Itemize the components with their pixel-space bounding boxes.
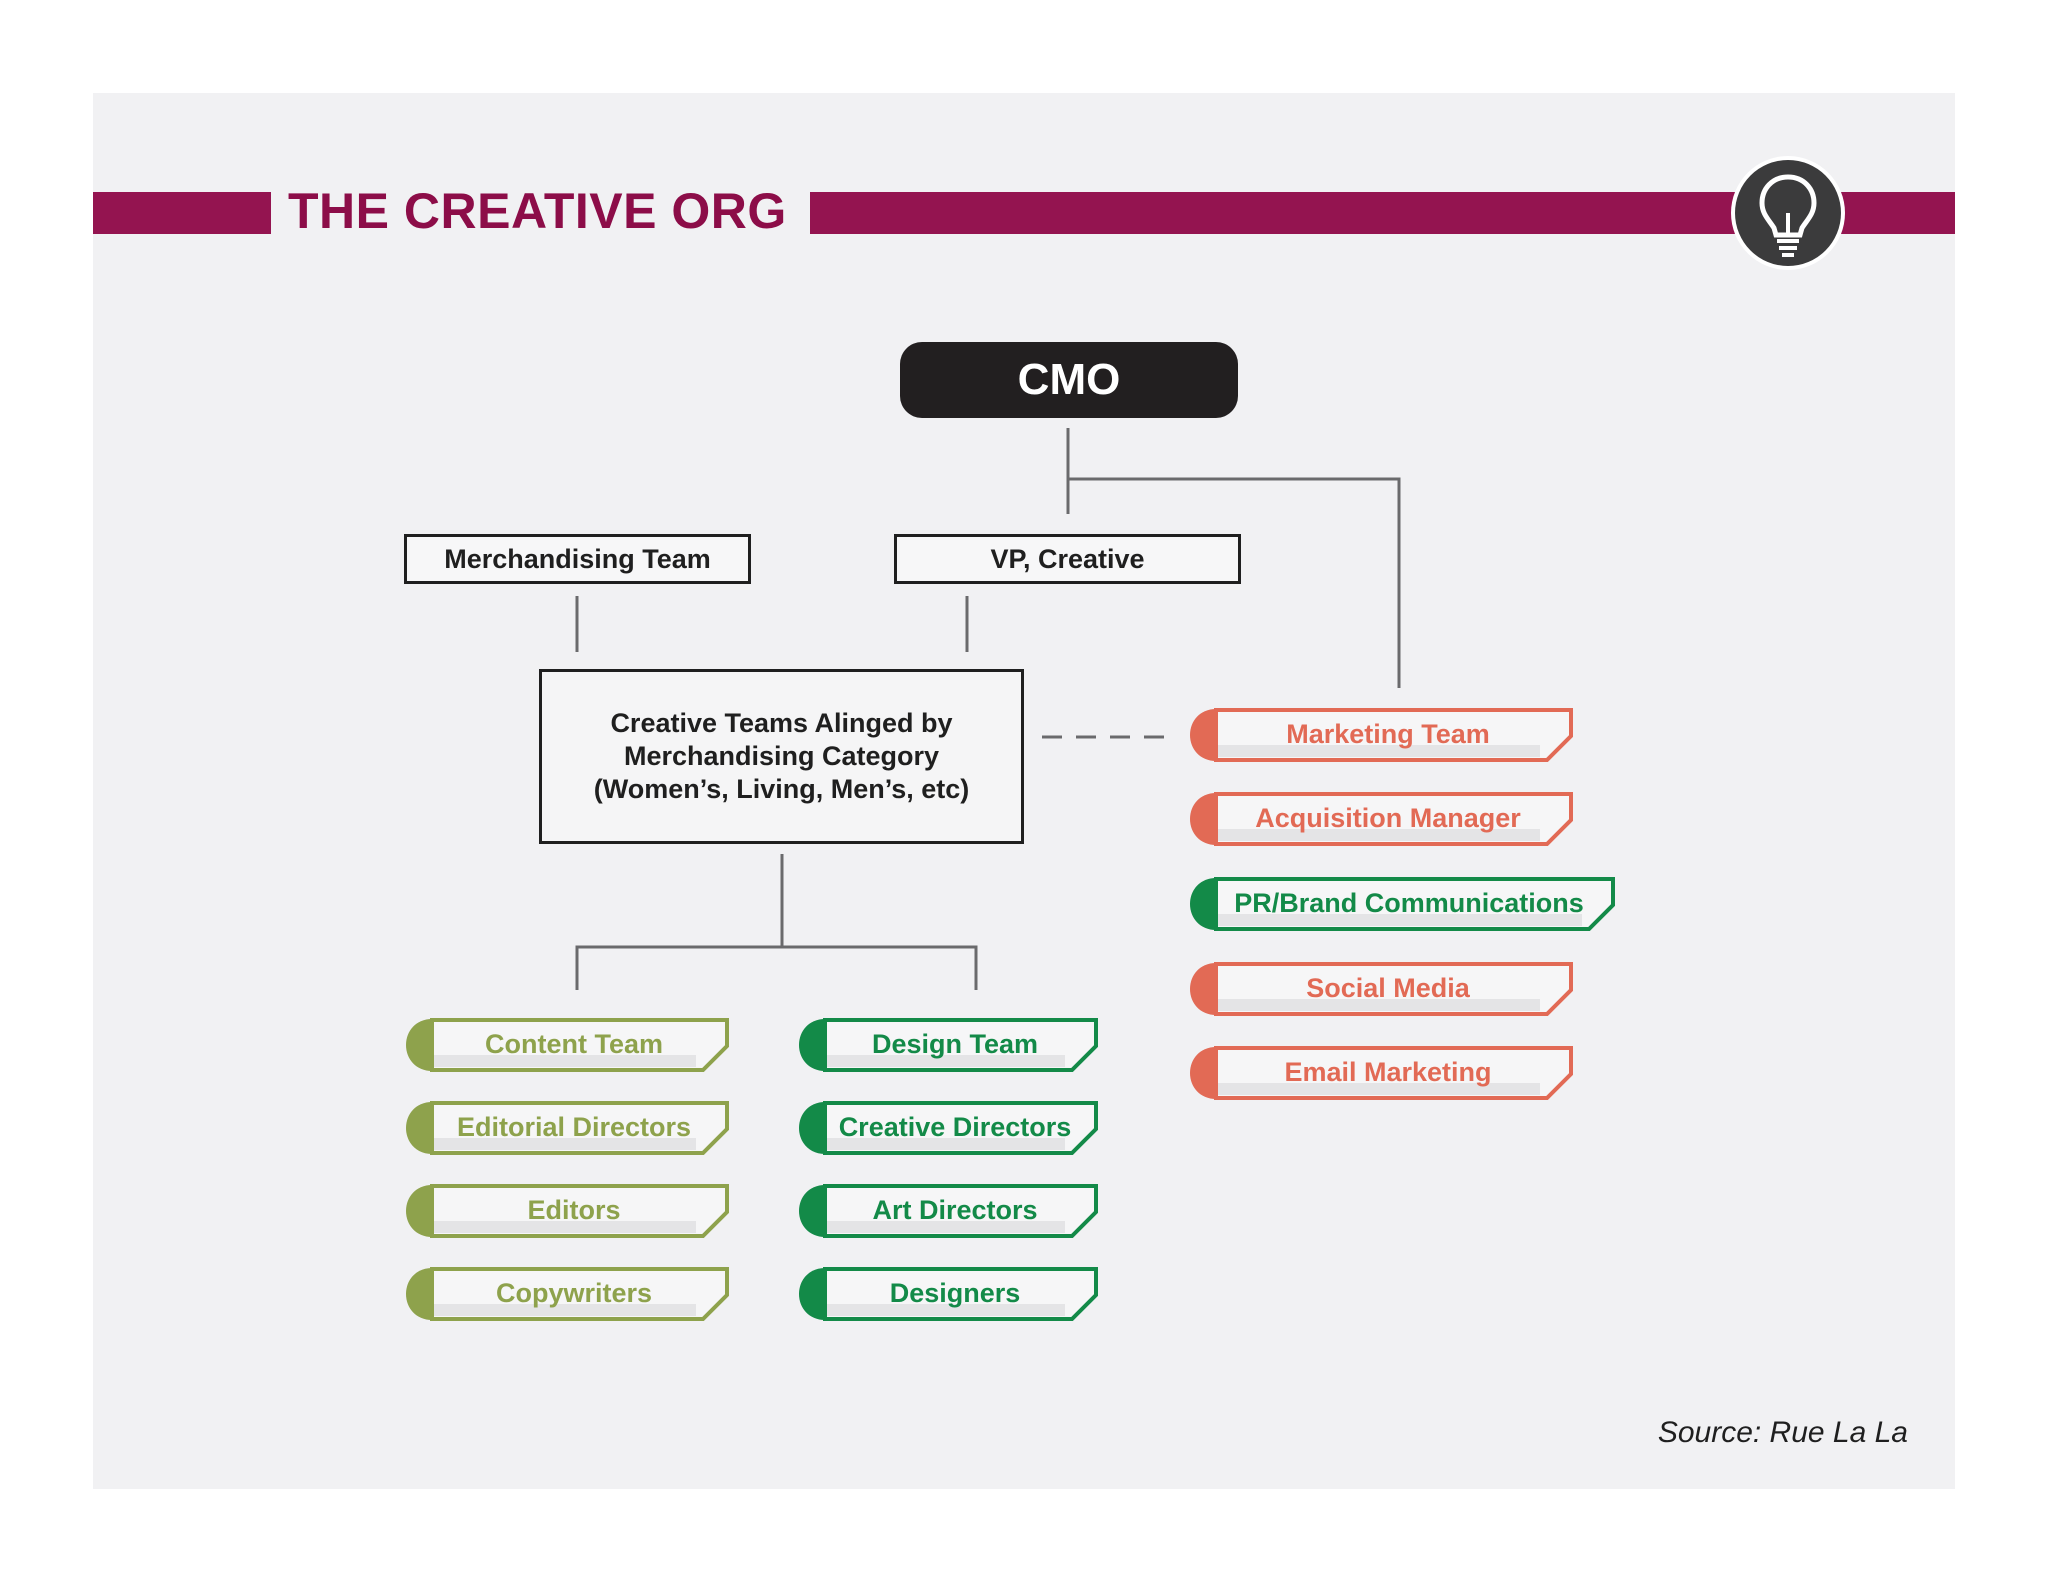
design-tag-1: Creative Directors	[797, 1100, 1099, 1156]
source-note: Source: Rue La La	[1657, 1416, 1908, 1449]
design-tag-1-label: Creative Directors	[838, 1111, 1072, 1142]
design-tag-2: Art Directors	[797, 1183, 1099, 1239]
content-tag-3-label: Copywriters	[495, 1277, 653, 1308]
cmo-box: CMO	[900, 342, 1238, 418]
content-tag-0-label: Content Team	[484, 1028, 663, 1059]
content-tag-2: Editors	[404, 1183, 730, 1239]
merchandising-team-box: Merchandising Team	[404, 534, 751, 584]
marketing-tag-4: Email Marketing	[1188, 1045, 1574, 1101]
content-tag-2-label: Editors	[527, 1194, 621, 1225]
content-tag-0: Content Team	[404, 1017, 730, 1073]
content-tag-1-label: Editorial Directors	[456, 1111, 692, 1142]
creative-teams-line-1: Creative Teams Alinged by	[610, 708, 953, 738]
marketing-tag-2-label: PR/Brand Communications	[1234, 887, 1584, 918]
creative-teams-box: Creative Teams Alinged by Merchandising …	[539, 669, 1024, 844]
connector-cmo-marketing	[1068, 477, 1401, 688]
connector-teams-branch	[575, 945, 978, 990]
design-tag-3: Designers	[797, 1266, 1099, 1322]
page-title: THE CREATIVE ORG	[288, 183, 787, 239]
header-bar-left	[93, 192, 271, 234]
marketing-tag-3: Social Media	[1188, 961, 1574, 1017]
design-tag-2-label: Art Directors	[872, 1194, 1038, 1225]
marketing-tag-1-label: Acquisition Manager	[1255, 802, 1521, 833]
creative-teams-line-3: (Women’s, Living, Men’s, etc)	[593, 774, 970, 804]
marketing-tag-0: Marketing Team	[1188, 707, 1574, 763]
slide-background	[93, 93, 1955, 1489]
marketing-tag-4-label: Email Marketing	[1284, 1056, 1492, 1087]
content-tag-3: Copywriters	[404, 1266, 730, 1322]
lightbulb-icon	[1728, 153, 1848, 273]
content-tag-1: Editorial Directors	[404, 1100, 730, 1156]
marketing-tag-1: Acquisition Manager	[1188, 791, 1574, 847]
marketing-tag-0-label: Marketing Team	[1286, 718, 1490, 749]
design-tag-3-label: Designers	[889, 1277, 1021, 1308]
vp-creative-box: VP, Creative	[894, 534, 1241, 584]
marketing-tag-2: PR/Brand Communications	[1188, 876, 1616, 932]
marketing-tag-3-label: Social Media	[1306, 972, 1470, 1003]
design-tag-0-label: Design Team	[871, 1028, 1039, 1059]
creative-teams-line-2: Merchandising Category	[623, 741, 940, 771]
design-tag-0: Design Team	[797, 1017, 1099, 1073]
